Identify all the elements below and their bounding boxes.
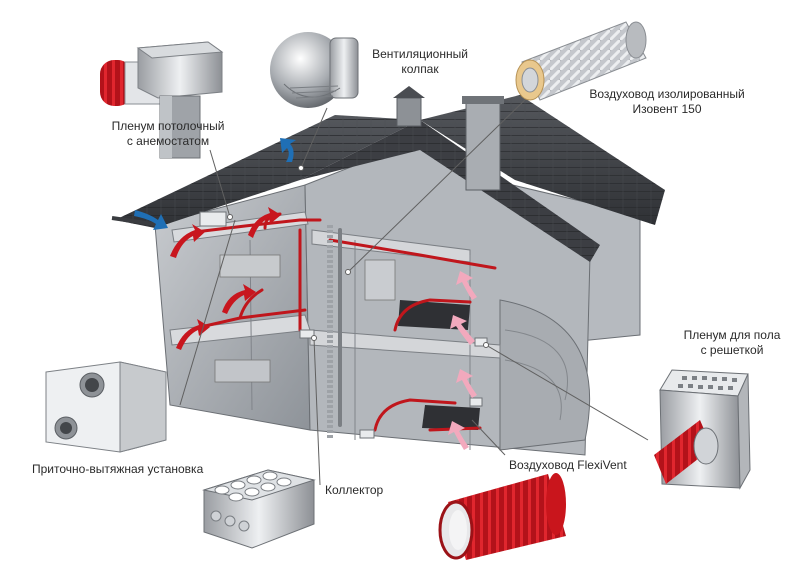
exhaust-arrow [450, 315, 475, 345]
air-handling-unit-icon [45, 361, 167, 453]
collector-label: Коллектор [325, 483, 384, 497]
ventilation-cap-label-line1: Вентиляционный [372, 47, 468, 61]
exhaust-arrow [456, 271, 477, 300]
floor-plenum-label: Пленум для пола с решеткой [672, 328, 792, 358]
chimney-right [462, 96, 504, 191]
supply-ducts [193, 212, 497, 432]
supply-arrow [176, 319, 210, 350]
ventilation-cap-icon [270, 32, 359, 108]
insulated-duct-label-line2: Изовент 150 [632, 102, 702, 116]
ceiling-plenum-label-line1: Пленум потолочный [111, 119, 225, 133]
exhaust-arrow [456, 369, 477, 398]
exhaust-airflow-arrows [448, 271, 477, 450]
supply-arrow [222, 284, 256, 314]
ceiling-plenum-icon [100, 41, 224, 159]
flexivent-duct-icon [438, 473, 566, 560]
flexivent-duct-label: Воздуховод FlexiVent [509, 458, 627, 472]
floor-plenum-label-line2: с решеткой [700, 343, 764, 357]
outdoor-intake-arrow [134, 210, 168, 230]
collector-icon [202, 469, 316, 549]
exhaust-outlet-arrow [280, 138, 296, 162]
house-bay [499, 299, 591, 451]
duct-right-upper [328, 238, 497, 270]
furniture-bed-lower [422, 405, 480, 430]
insulated-duct-label-line1: Воздуховод изолированный [589, 87, 745, 101]
ventilation-cap-label-line2: колпак [401, 62, 439, 76]
air-handling-unit-label: Приточно-вытяжная установка [32, 462, 204, 476]
supply-airflow-arrows [170, 207, 281, 350]
floor-plenum-icon [654, 369, 751, 490]
outdoor-airflow-arrows [134, 138, 296, 230]
insulated-duct-label: Воздуховод изолированный Изовент 150 [582, 87, 752, 117]
leader-lines [179, 94, 649, 486]
ventilation-cap-label: Вентиляционный колпак [368, 47, 472, 77]
furniture-kitchen [214, 359, 271, 383]
grilles [199, 211, 488, 439]
supply-arrow [170, 224, 205, 258]
floor-slab-2 [309, 329, 501, 359]
duct-right-lower [373, 398, 457, 432]
exhaust-arrow [448, 421, 469, 450]
gutter [111, 216, 161, 227]
chimney-left [393, 86, 425, 127]
house-illustration [111, 86, 665, 456]
leader-dots [227, 165, 489, 348]
floor-plenum-label-line1: Пленум для пола [683, 328, 781, 342]
supply-arrow [248, 207, 281, 238]
duct-attic [193, 218, 322, 234]
ceiling-plenum-label: Пленум потолочный с анемостатом [88, 119, 248, 149]
insulated-duct-icon [515, 21, 647, 101]
ceiling-plenum-label-line2: с анемостатом [126, 134, 210, 148]
